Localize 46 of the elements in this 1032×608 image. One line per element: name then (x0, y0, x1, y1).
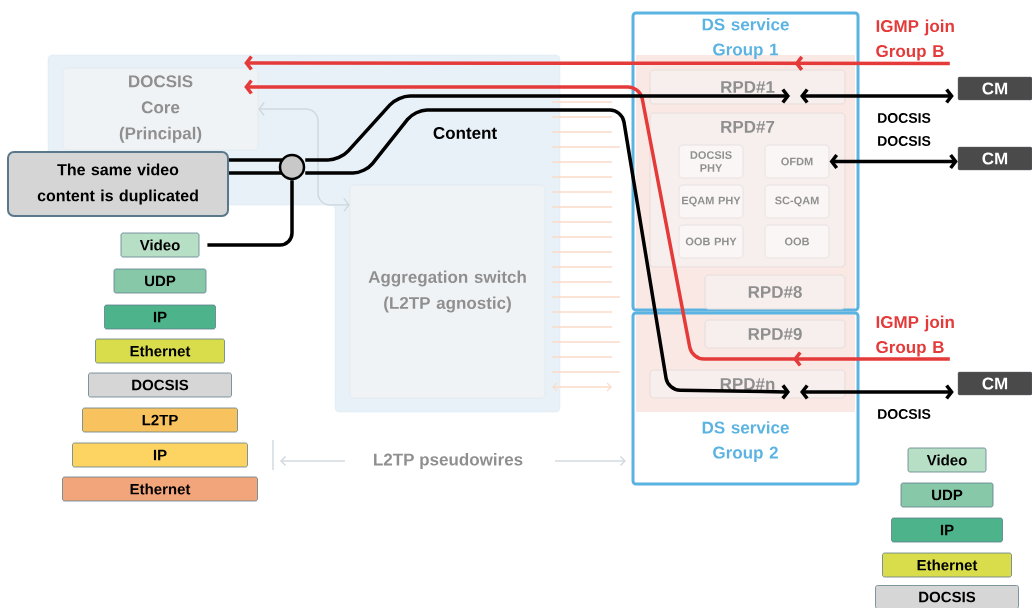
protocol-layer-box: DOCSIS (88, 372, 232, 398)
arrow (305, 88, 790, 162)
module-box: DOCSIS PHY (678, 144, 744, 179)
rpd-box: RPD#8 (704, 274, 846, 310)
modem-box: CM (957, 146, 1032, 171)
connector-line (229, 171, 282, 175)
modem-box: CM (957, 371, 1032, 396)
content-label: Content (433, 127, 497, 140)
edge-label: DOCSIS (876, 408, 932, 420)
arrow (258, 101, 350, 213)
igmp-label: IGMP join Group B (876, 315, 954, 357)
arrow (305, 108, 790, 400)
module-box: SC-QAM (764, 184, 830, 219)
pseudowire-label: L2TP pseudowires (374, 453, 523, 469)
arrow (244, 55, 950, 71)
connector-line (229, 158, 282, 162)
protocol-layer-box: L2TP (82, 407, 238, 433)
rpd-box: RPD#9 (704, 319, 846, 349)
module-box: OFDM (764, 144, 830, 179)
protocol-layer-box: IP (104, 304, 216, 330)
network-element-box: Aggregation switch (L2TP agnostic) (349, 184, 546, 399)
connector-line (207, 180, 294, 247)
callout-box: The same video content is duplicated (7, 151, 229, 217)
edge-label: DOCSIS (876, 112, 932, 124)
protocol-layer-box: IP (891, 517, 1003, 543)
arrow (800, 384, 954, 400)
arrow (829, 153, 958, 170)
edge-label: DOCSIS (876, 135, 932, 147)
module-box: EQAM PHY (678, 184, 744, 219)
module-box: OOB (764, 224, 830, 259)
igmp-label: IGMP join Group B (876, 19, 954, 61)
protocol-layer-box: Video (120, 232, 200, 258)
protocol-layer-box: UDP (900, 482, 994, 508)
protocol-layer-box: Ethernet (882, 552, 1012, 578)
arrow (800, 88, 954, 104)
module-box: OOB PHY (678, 224, 744, 259)
protocol-layer-box: IP (72, 442, 248, 468)
network-element-box: DOCSIS Core (Principal) (62, 67, 259, 151)
junction-circle (278, 153, 306, 181)
protocol-layer-box: DOCSIS (875, 585, 1019, 608)
modem-box: CM (957, 76, 1032, 101)
protocol-layer-box: Video (907, 447, 987, 473)
protocol-layer-box: UDP (113, 268, 207, 294)
protocol-layer-box: Ethernet (95, 338, 225, 364)
protocol-layer-box: Ethernet (62, 476, 258, 502)
arrow (244, 79, 950, 367)
